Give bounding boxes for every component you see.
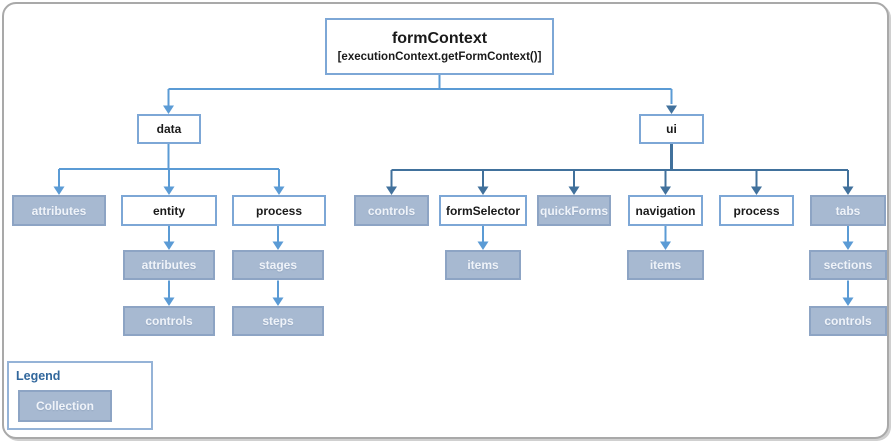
connector-child-links — [168, 226, 849, 298]
node-data-attributes: attributes — [12, 195, 106, 226]
arrowhead-into-ui — [666, 105, 677, 114]
node-formcontext-title: formContext — [391, 29, 488, 47]
connector-root-branch — [167, 75, 673, 106]
node-navigation-items: items — [627, 250, 704, 280]
node-entity: entity — [121, 195, 217, 226]
node-navigation: navigation — [628, 195, 703, 226]
node-data: data — [137, 114, 201, 144]
arrowheads-child-links — [163, 241, 854, 306]
node-data-process: process — [232, 195, 326, 226]
node-tabs-sections: sections — [809, 250, 887, 280]
node-ui-process: process — [719, 195, 794, 226]
node-formcontext-subtitle: [executionContext.getFormContext()] — [337, 50, 542, 63]
arrowhead-into-data — [163, 105, 174, 114]
arrowheads-ui-children — [386, 186, 854, 195]
node-entity-controls: controls — [123, 306, 215, 336]
node-process-stages: stages — [232, 250, 324, 280]
node-quickforms: quickForms — [537, 195, 611, 226]
connector-ui-branch — [390, 144, 849, 187]
node-ui-controls: controls — [354, 195, 429, 226]
node-tabs: tabs — [810, 195, 886, 226]
arrowheads-data-children — [53, 186, 285, 195]
node-entity-attributes: attributes — [123, 250, 215, 280]
legend-title: Legend — [16, 369, 61, 383]
node-tabs-controls: controls — [809, 306, 887, 336]
legend: Legend Collection — [7, 361, 153, 430]
node-formselector-items: items — [445, 250, 521, 280]
node-process-steps: steps — [232, 306, 324, 336]
node-formcontext: formContext [executionContext.getFormCon… — [325, 18, 554, 75]
connector-data-branch — [58, 144, 280, 187]
legend-collection-swatch: Collection — [18, 390, 112, 422]
node-ui: ui — [639, 114, 704, 144]
node-formselector: formSelector — [439, 195, 527, 226]
